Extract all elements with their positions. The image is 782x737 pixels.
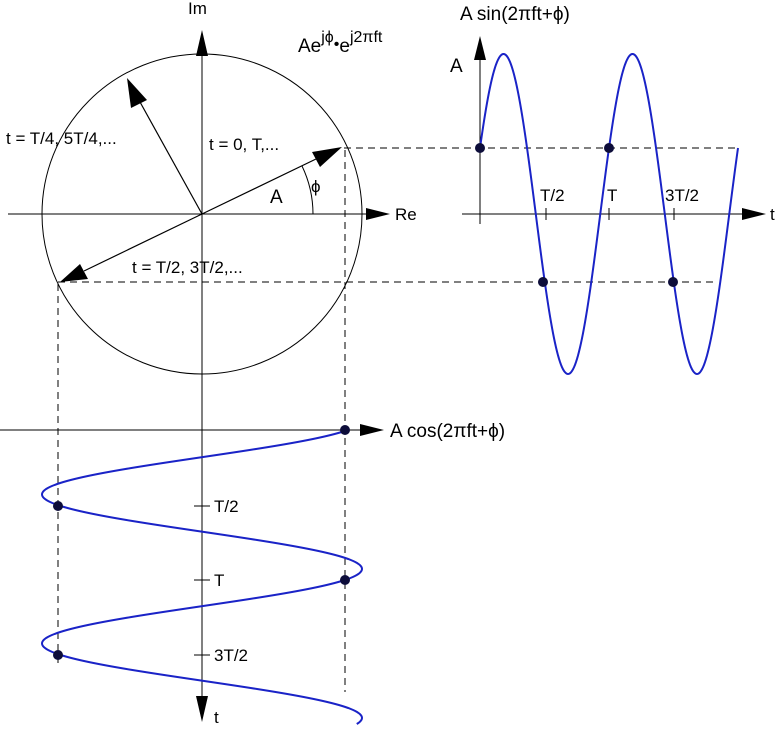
sine-x-label: t	[770, 205, 775, 224]
sine-time-axis-arrowhead	[742, 208, 766, 220]
cosine-dot	[340, 425, 350, 435]
cosine-tick-label: T	[214, 571, 224, 590]
cosine-dot	[53, 501, 63, 511]
phasor-t-half-label: t = T/2, 3T/2,...	[132, 258, 243, 277]
cosine-amplitude-axis-arrowhead	[360, 424, 384, 436]
imag-axis-arrowhead	[196, 30, 208, 56]
real-axis-arrowhead	[366, 208, 390, 220]
cosine-title: A cos(2πft+ϕ)	[390, 421, 505, 442]
amplitude-label: A	[270, 187, 283, 208]
sine-tick-label: 3T/2	[665, 186, 699, 205]
imag-axis-label: Im	[188, 0, 207, 18]
phasor-formula: Aejϕ•ej2πft	[298, 29, 383, 57]
cosine-tick-label: 3T/2	[214, 646, 248, 665]
sine-dot	[604, 143, 614, 153]
cosine-t-label: t	[214, 708, 219, 727]
phasor-t-half-arrowhead	[60, 264, 88, 282]
cosine-dot	[340, 575, 350, 585]
phasor-t0-arrowhead	[312, 147, 342, 167]
phase-angle-arc	[301, 165, 314, 215]
phase-angle-label: ϕ	[311, 177, 321, 196]
cosine-tick-label: T/2	[214, 497, 239, 516]
sine-tick-label: T	[607, 186, 617, 205]
phasor-t0	[201, 158, 317, 215]
phasor-t0-label: t = 0, T,...	[209, 135, 279, 154]
phasor-t-quarter	[139, 101, 203, 215]
sine-dot	[475, 143, 485, 153]
real-axis-label: Re	[395, 205, 417, 224]
sine-dot	[538, 277, 548, 287]
sine-title: A sin(2πft+ϕ)	[460, 4, 570, 25]
sine-dot	[668, 277, 678, 287]
phasor-t-quarter-label: t = T/4, 5T/4,...	[6, 129, 117, 148]
phasor-t-quarter-arrowhead	[127, 78, 147, 108]
sine-amplitude-axis-arrowhead	[474, 36, 486, 60]
cosine-time-axis-arrowhead	[196, 696, 208, 722]
cosine-curve	[41, 429, 364, 725]
sine-tick-label: T/2	[540, 186, 565, 205]
sine-y-label: A	[450, 56, 463, 77]
cosine-dot	[53, 650, 63, 660]
phasor-t-half	[83, 213, 203, 272]
